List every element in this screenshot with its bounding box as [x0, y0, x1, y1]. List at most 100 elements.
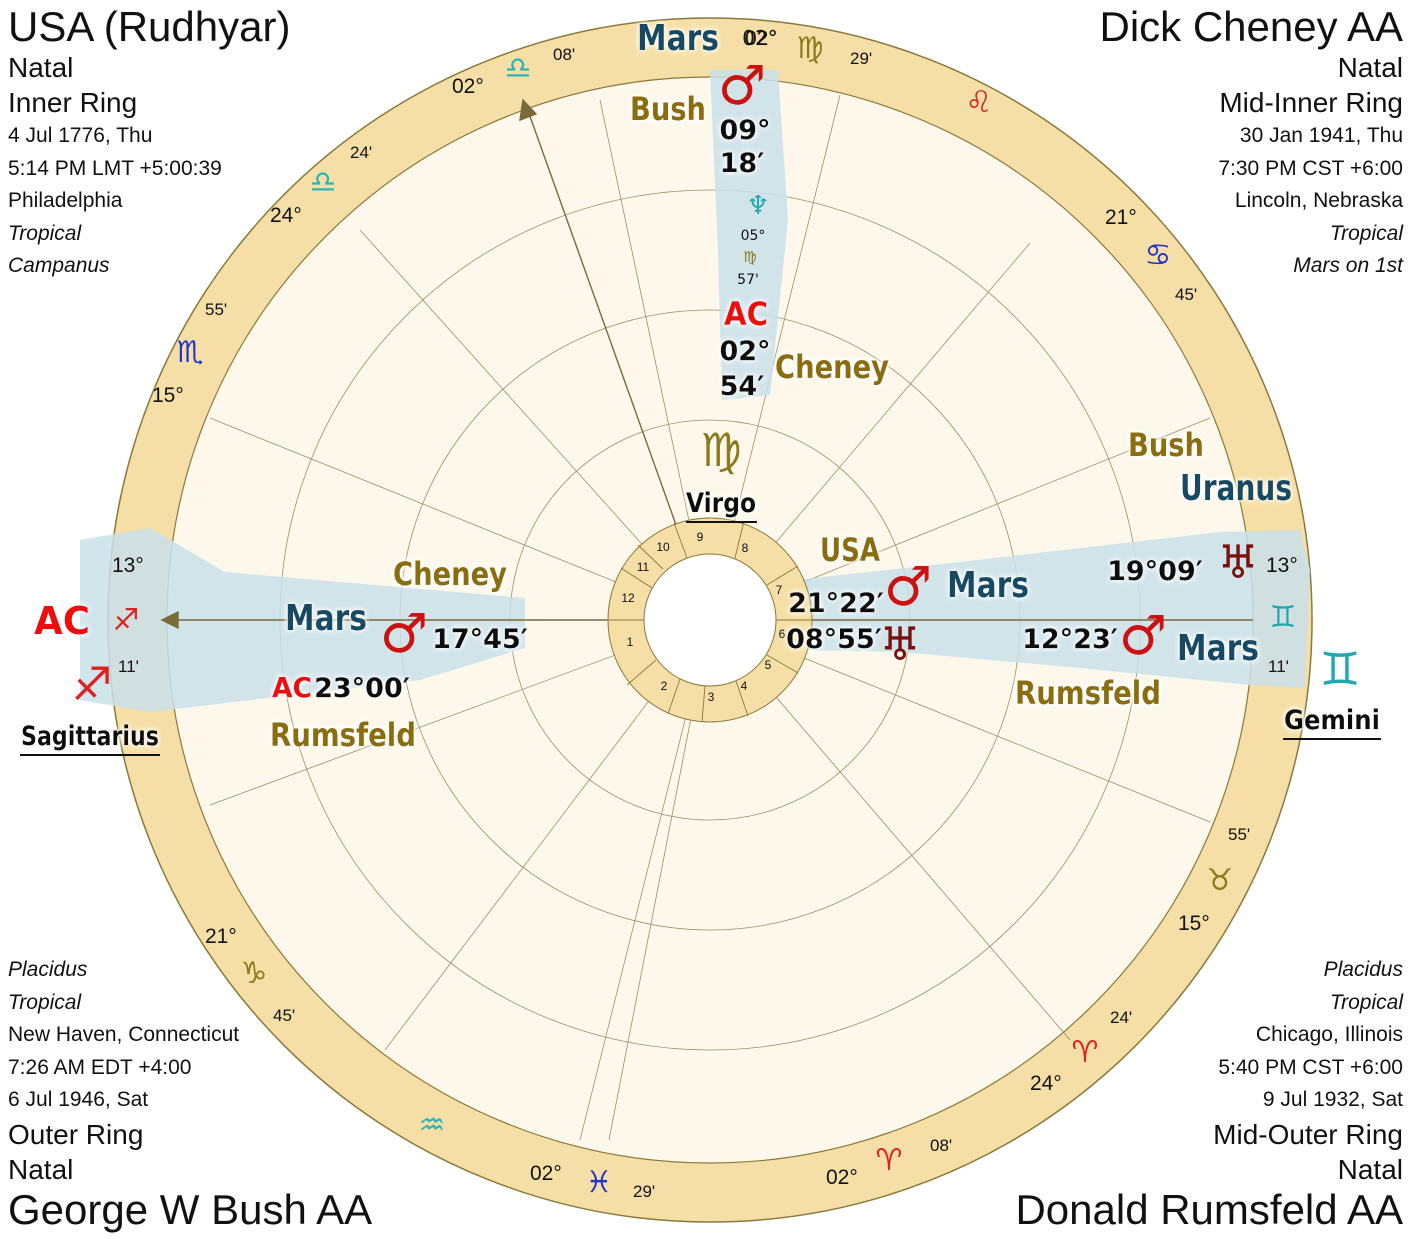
chart-name: George W Bush AA — [8, 1185, 373, 1233]
chart-zodiac: Tropical — [1329, 990, 1403, 1014]
cusp-10-deg: 02° — [826, 1166, 858, 1189]
ring-label: Outer Ring — [8, 1118, 144, 1150]
cheney-ac-label: AC — [724, 295, 768, 333]
cusp-11-deg: 02° — [530, 1162, 562, 1185]
usa-ac-label: AC — [34, 599, 90, 643]
virgo-label: Virgo — [686, 488, 756, 519]
chart-houses: Placidus — [1323, 958, 1403, 982]
neptune-icon: ♆ — [746, 191, 769, 221]
top-mars-label: Mars — [637, 18, 719, 59]
chart-time: 5:40 PM CST +6:00 — [1218, 1055, 1403, 1079]
pisces-icon: ♓ — [586, 1165, 613, 1200]
cheney-label-top: Cheney — [775, 348, 889, 386]
usa-chart-info: USA (Rudhyar) Natal Inner Ring 4 Jul 177… — [8, 3, 291, 283]
bush-label-right: Bush — [1128, 426, 1204, 464]
cusp-4-deg: 02° — [452, 75, 484, 98]
cusp-6-deg: 21° — [1105, 206, 1137, 229]
cusp-11-min: 29' — [633, 1182, 655, 1201]
gemini-icon-large: ♊ — [1319, 642, 1360, 696]
chart-zodiac: Tropical — [8, 990, 82, 1014]
cusp-12-min: 45' — [273, 1006, 295, 1025]
chart-type: Natal — [8, 1153, 74, 1185]
house-5: 5 — [765, 658, 772, 672]
chart-name: USA (Rudhyar) — [8, 3, 291, 50]
mars-label-usa: Mars — [947, 565, 1029, 606]
ring-label: Mid-Inner Ring — [1219, 87, 1403, 119]
house-ring-dividers — [608, 520, 812, 723]
chart-time: 7:26 AM EDT +4:00 — [8, 1055, 192, 1079]
house-4: 4 — [741, 679, 748, 693]
mars-glyph-left: ♂ — [380, 602, 428, 665]
house-numbers: 1 2 3 4 5 6 7 8 9 10 11 12 — [621, 530, 785, 704]
chart-houses: Mars on 1st — [1293, 254, 1403, 278]
sagittarius-icon: ♐ — [113, 603, 140, 638]
house-7: 7 — [776, 583, 783, 597]
rumsfeld-label-left: Rumsfeld — [270, 716, 416, 754]
cusp-degree-labels: 13° 11' 15° 55' 24° 24' 02° 08' 02° 29' … — [112, 27, 1298, 1201]
usa-label: USA — [820, 531, 880, 569]
sagittarius-label: Sagittarius — [21, 721, 159, 752]
bush-chart-info: Placidus Tropical New Haven, Connecticut… — [8, 954, 372, 1233]
house-11: 11 — [637, 560, 650, 574]
outer-sign-glyphs: ♐ ♊ ♏ ♎ ♎ ♍ ♌ ♋ ♉ ♈ ♈ ♓ ♒ ♑ — [113, 31, 1297, 1200]
chart-place: New Haven, Connecticut — [8, 1023, 240, 1047]
left-annotations: AC Cheney Mars ♂ 17°45′ AC 23°00′ Rumsfe… — [34, 555, 528, 754]
cusp-2-min: 55' — [205, 300, 227, 319]
chart-time: 7:30 PM CST +6:00 — [1218, 156, 1403, 180]
cusp-4-min: 08' — [553, 45, 575, 64]
uranus-glyph-right: ♅ — [1217, 535, 1258, 589]
chart-type: Natal — [1337, 52, 1403, 84]
usa-annotations: USA ♂ Mars 21°22′ 08°55′ ♅ — [786, 531, 1029, 671]
cusp-1-min: 11' — [118, 657, 139, 676]
sign-labels: Sagittarius Gemini Virgo ♍ ♊ ♐ — [20, 423, 1381, 756]
bush-mars-minute: 18′ — [720, 148, 765, 179]
cheney-mars-degree: 17°45′ — [432, 624, 528, 655]
aries-icon-lower: ♈ — [1072, 1035, 1099, 1070]
neptune-degree: 05° — [741, 228, 766, 244]
chart-place: Chicago, Illinois — [1255, 1023, 1403, 1047]
cusp-7-min: 11' — [1268, 657, 1289, 676]
house-6: 6 — [779, 627, 786, 641]
rumsfeld-label-right: Rumsfeld — [1015, 674, 1161, 712]
chart-date: 4 Jul 1776, Thu — [8, 124, 153, 148]
cheney-chart-info: Dick Cheney AA Natal Mid-Inner Ring 30 J… — [1100, 3, 1403, 283]
bush-mars-degree: 09° — [719, 115, 770, 146]
chart-place: Philadelphia — [8, 189, 123, 213]
chart-zodiac: Tropical — [1329, 221, 1403, 245]
chart-time: 5:14 PM LMT +5:00:39 — [8, 156, 222, 180]
cusp-12-deg: 21° — [205, 925, 237, 948]
cheney-ac-minute: 54′ — [720, 371, 765, 402]
leo-icon: ♌ — [966, 85, 993, 120]
cusp-9-deg: 24° — [1030, 1072, 1062, 1095]
neptune-minute: 57' — [737, 272, 759, 288]
mars-glyph-usa: ♂ — [884, 555, 932, 618]
top-annotations: Mars 02° ♂ Bush 09° 18′ ♆ 05° ♍ 57' AC 0… — [630, 18, 889, 402]
aquarius-icon: ♒ — [419, 1108, 446, 1143]
house-3: 3 — [708, 690, 715, 704]
gemini-label: Gemini — [1284, 705, 1380, 736]
aries-icon-upper: ♈ — [876, 1143, 903, 1178]
uranus-label-right: Uranus — [1180, 468, 1292, 509]
chart-date: 6 Jul 1946, Sat — [8, 1088, 149, 1112]
chart-zodiac: Tropical — [8, 221, 82, 245]
gemini-icon: ♊ — [1270, 600, 1297, 635]
chart-houses: Placidus — [8, 958, 88, 982]
ring-label: Mid-Outer Ring — [1213, 1118, 1403, 1150]
house-12: 12 — [621, 591, 635, 605]
cusp-5-min: 29' — [850, 49, 872, 68]
house-9: 9 — [697, 530, 704, 544]
cheney-label-left: Cheney — [393, 555, 507, 593]
mars-label-right: Mars — [1177, 628, 1259, 669]
cusp-9-min: 24' — [1110, 1008, 1132, 1027]
neptune-virgo-icon: ♍ — [743, 248, 756, 266]
cheney-ac-degree: 02° — [719, 336, 770, 367]
cusp-10-min: 08' — [930, 1136, 952, 1155]
cancer-icon: ♋ — [1145, 238, 1172, 273]
house-1: 1 — [627, 635, 634, 649]
cusp-8-deg: 15° — [1178, 912, 1210, 935]
ring-label: Inner Ring — [8, 87, 138, 119]
highlight-mars-band-top — [710, 70, 788, 400]
bush-uranus-degree: 19°09′ — [1107, 556, 1203, 587]
cusp-2-deg: 15° — [152, 384, 184, 407]
